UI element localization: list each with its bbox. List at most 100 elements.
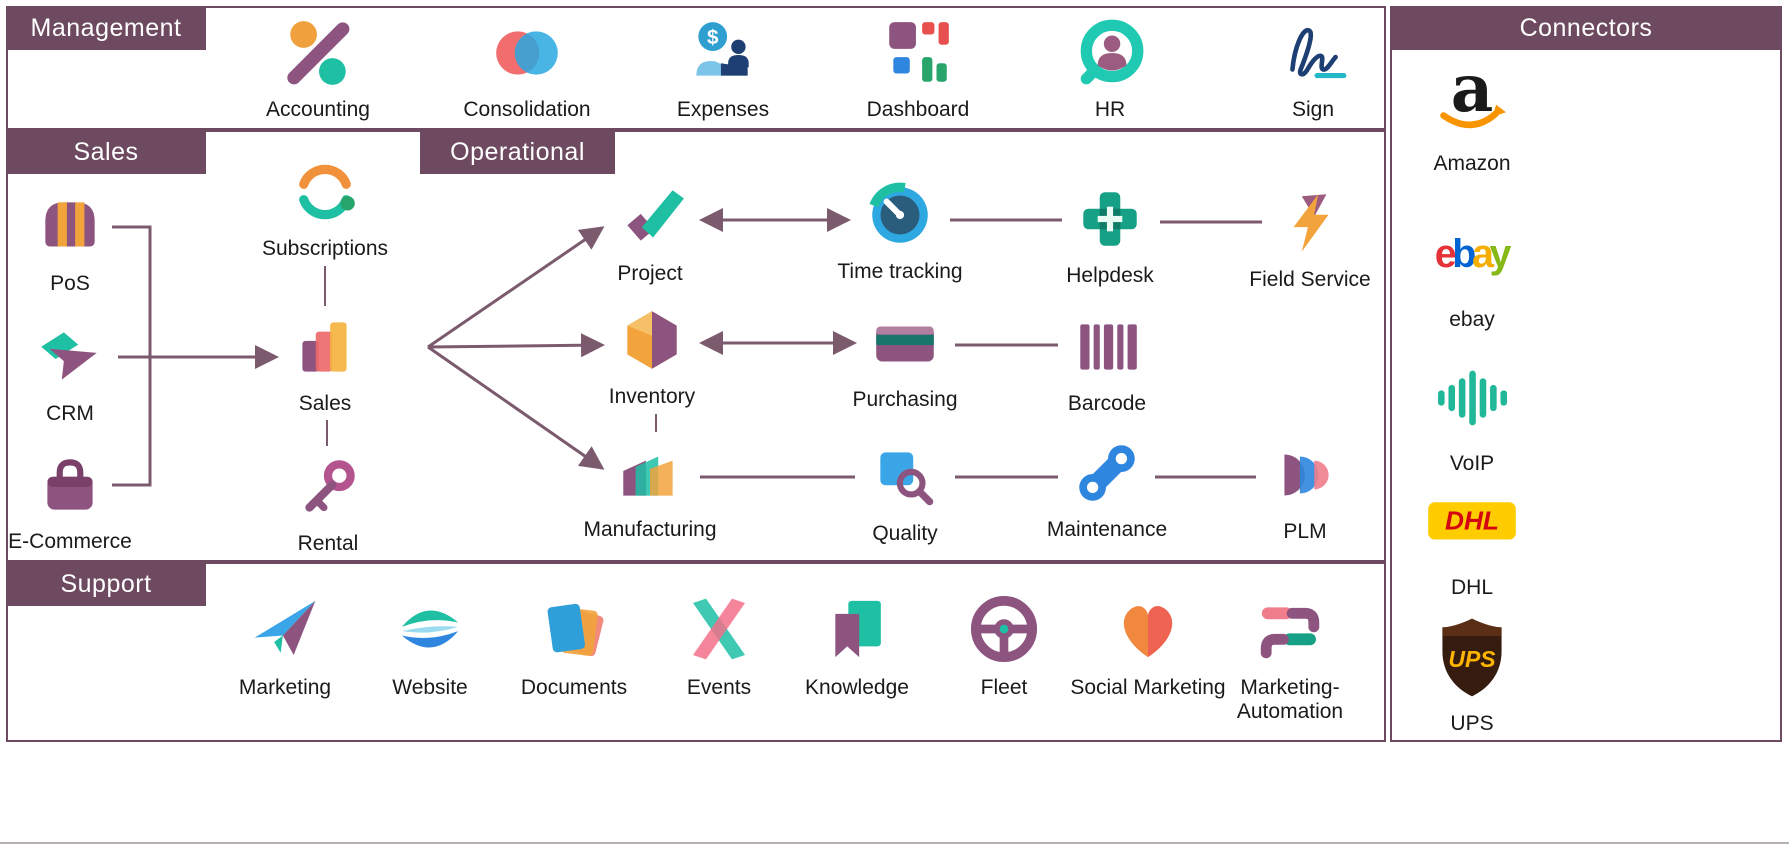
app-label-marketing-automation: Marketing-Automation <box>1236 676 1344 724</box>
app-label-crm: CRM <box>46 402 94 425</box>
app-time-tracking: Time tracking <box>820 178 980 284</box>
connector-voip: VoIP <box>1392 352 1552 476</box>
ebay-letter-e: e <box>1435 232 1456 276</box>
app-label-field-service: Field Service <box>1249 268 1371 291</box>
app-label-website: Website <box>392 676 468 699</box>
connector-label-amazon: Amazon <box>1433 152 1511 175</box>
app-dashboard: Dashboard <box>838 16 998 122</box>
field-service-icon <box>1273 186 1347 260</box>
app-label-expenses: Expenses <box>676 98 770 121</box>
connector-label-ebay: ebay <box>1449 308 1495 331</box>
app-label-hr: HR <box>1094 98 1126 121</box>
connector-label-dhl: DHL <box>1450 576 1493 599</box>
section-tab-sales: Sales <box>6 130 206 174</box>
sign-icon <box>1276 16 1350 90</box>
section-tab-operational: Operational <box>420 130 615 174</box>
app-website: Website <box>350 590 510 700</box>
subscriptions-icon <box>288 155 362 229</box>
app-label-sales: Sales <box>298 392 352 415</box>
app-rental: Rental <box>248 450 408 556</box>
consolidation-icon <box>490 16 564 90</box>
ups-icon: UPS <box>1426 612 1518 704</box>
app-plm: PLM <box>1225 438 1385 544</box>
voip-icon <box>1426 352 1518 444</box>
app-label-quality: Quality <box>872 522 938 545</box>
connector-ebay: ebay ebay <box>1392 208 1552 332</box>
maintenance-icon <box>1070 436 1144 510</box>
quality-icon <box>868 440 942 514</box>
app-hr: HR <box>1030 16 1190 122</box>
ebay-icon: ebay <box>1426 208 1518 300</box>
website-icon <box>391 590 469 668</box>
connector-amazon: a Amazon <box>1392 52 1552 176</box>
app-label-helpdesk: Helpdesk <box>1066 264 1154 287</box>
app-barcode: Barcode <box>1027 310 1187 416</box>
app-sales: Sales <box>245 310 405 416</box>
app-pos: PoS <box>0 190 150 296</box>
pos-icon <box>33 190 107 264</box>
plm-icon <box>1268 438 1342 512</box>
purchasing-icon <box>868 306 942 380</box>
app-label-accounting: Accounting <box>266 98 370 121</box>
sales-operational-box <box>6 130 1386 562</box>
app-label-rental: Rental <box>297 532 359 555</box>
app-helpdesk: Helpdesk <box>1030 182 1190 288</box>
dhl-icon: DHL <box>1426 476 1518 568</box>
app-label-dashboard: Dashboard <box>866 98 970 121</box>
app-label-inventory: Inventory <box>608 385 696 408</box>
app-label-manufacturing: Manufacturing <box>583 518 717 541</box>
app-manufacturing: Manufacturing <box>570 436 730 542</box>
expenses-icon: $ <box>686 16 760 90</box>
app-label-barcode: Barcode <box>1067 392 1147 415</box>
crm-icon <box>33 320 107 394</box>
dhl-wordmark: DHL <box>1445 506 1499 536</box>
connector-label-voip: VoIP <box>1449 452 1495 475</box>
app-label-pos: PoS <box>50 272 90 295</box>
app-label-ecommerce: E-Commerce <box>8 530 132 553</box>
app-crm: CRM <box>0 320 150 426</box>
svg-text:ebay: ebay <box>1435 232 1512 276</box>
app-ecommerce: E-Commerce <box>0 448 150 554</box>
ebay-letter-b: b <box>1452 232 1475 276</box>
app-marketing: Marketing <box>205 590 365 700</box>
section-tab-support: Support <box>6 562 206 606</box>
ecommerce-icon <box>33 448 107 522</box>
app-maintenance: Maintenance <box>1027 436 1187 542</box>
section-tab-management: Management <box>6 6 206 50</box>
inventory-icon <box>615 303 689 377</box>
manufacturing-icon <box>613 436 687 510</box>
app-fleet: Fleet <box>924 590 1084 700</box>
dollar-glyph: $ <box>707 26 719 49</box>
ups-wordmark: UPS <box>1448 646 1496 672</box>
amazon-icon: a <box>1426 52 1518 144</box>
documents-icon <box>535 590 613 668</box>
events-icon <box>680 590 758 668</box>
amazon-a-glyph: a <box>1451 52 1494 127</box>
app-purchasing: Purchasing <box>825 306 985 412</box>
app-label-subscriptions: Subscriptions <box>261 237 389 260</box>
app-documents: Documents <box>494 590 654 700</box>
app-label-fleet: Fleet <box>980 676 1028 699</box>
app-label-knowledge: Knowledge <box>805 676 909 699</box>
app-label-purchasing: Purchasing <box>852 388 958 411</box>
app-label-plm: PLM <box>1283 520 1327 543</box>
app-label-consolidation: Consolidation <box>463 98 591 121</box>
app-label-social-marketing: Social Marketing <box>1070 676 1226 699</box>
app-events: Events <box>639 590 799 700</box>
marketing-icon <box>246 590 324 668</box>
app-project: Project <box>570 180 730 286</box>
dashboard-icon <box>881 16 955 90</box>
support-box <box>6 562 1386 742</box>
app-marketing-automation: Marketing-Automation <box>1210 590 1370 724</box>
connector-label-ups: UPS <box>1450 712 1494 735</box>
sales-icon <box>288 310 362 384</box>
accounting-icon <box>281 16 355 90</box>
app-expenses: $ Expenses <box>643 16 803 122</box>
helpdesk-icon <box>1073 182 1147 256</box>
app-quality: Quality <box>825 440 985 546</box>
app-label-maintenance: Maintenance <box>1046 518 1168 541</box>
app-label-sign: Sign <box>1291 98 1335 121</box>
app-knowledge: Knowledge <box>777 590 937 700</box>
app-label-time-tracking: Time tracking <box>837 260 963 283</box>
connector-dhl: DHL DHL <box>1392 476 1552 600</box>
